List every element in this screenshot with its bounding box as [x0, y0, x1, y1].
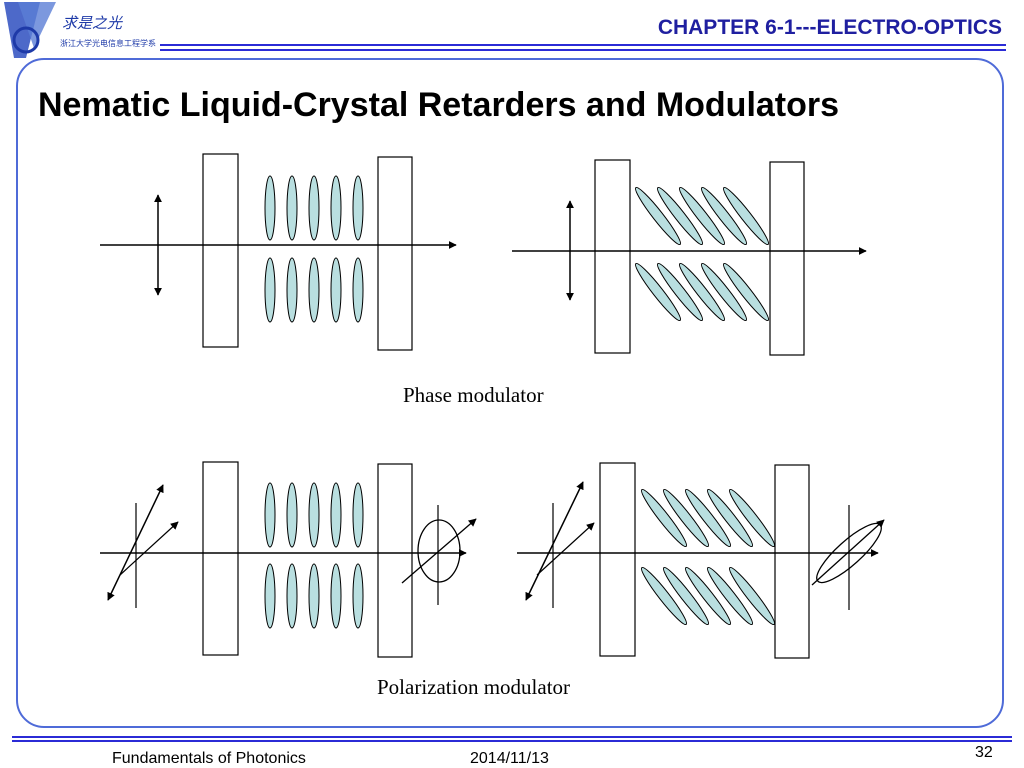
liquid-crystal-molecules	[634, 186, 770, 322]
output-diagonal-arrow	[401, 518, 477, 584]
liquid-crystal-molecules	[640, 488, 776, 626]
input-polarization-arrow	[525, 481, 584, 601]
input-polarization-arrow	[107, 484, 164, 601]
lc-molecule	[728, 566, 776, 626]
lc-molecule	[330, 257, 342, 323]
input-diagonal-axis	[119, 521, 179, 576]
lc-molecule	[722, 262, 770, 322]
lc-molecule	[308, 175, 320, 241]
logo-script-text: 求是之光	[62, 14, 123, 32]
lc-molecule	[286, 175, 298, 241]
lc-molecule	[634, 262, 682, 322]
input-diagonal-axis	[536, 522, 595, 576]
electrode-plate-right	[769, 161, 805, 356]
page-number: 32	[975, 744, 993, 761]
lc-molecule	[286, 563, 298, 629]
output-polarization-ellipse	[417, 519, 461, 583]
liquid-crystal-molecules	[264, 482, 364, 629]
lc-molecule	[662, 566, 710, 626]
university-logo-icon: 求是之光 浙江大学光电信息工程学系	[4, 2, 156, 58]
output-diagonal-arrow	[811, 519, 885, 586]
lc-molecule	[640, 566, 688, 626]
lc-molecule	[308, 482, 320, 548]
lc-molecule	[656, 262, 704, 322]
lc-molecule	[662, 488, 710, 548]
lc-molecule	[700, 186, 748, 246]
lc-molecule	[352, 482, 364, 548]
lc-molecule	[352, 175, 364, 241]
footer-date: 2014/11/13	[470, 750, 549, 767]
electrode-plate-right	[774, 464, 810, 659]
lc-molecule	[352, 563, 364, 629]
lc-molecule	[684, 566, 732, 626]
logo-cn-text: 浙江大学光电信息工程学系	[60, 38, 156, 48]
header-rule	[160, 44, 1006, 54]
caption-phase-modulator: Phase modulator	[403, 383, 544, 407]
caption-polarization-modulator: Polarization modulator	[377, 675, 571, 699]
electrode-plate-right	[377, 156, 413, 351]
lc-molecule	[706, 566, 754, 626]
lc-molecule	[264, 175, 276, 241]
phase-modulator-tilted	[512, 159, 867, 356]
electrode-plate-left	[594, 159, 631, 354]
polarization-modulator-tilted	[517, 462, 885, 659]
lc-molecule	[330, 482, 342, 548]
chapter-title: CHAPTER 6-1---ELECTRO-OPTICS	[657, 16, 1002, 39]
lc-molecule	[700, 262, 748, 322]
electrode-plate-left	[599, 462, 636, 657]
lc-molecule	[684, 488, 732, 548]
polarization-modulator-aligned	[100, 461, 477, 658]
lc-molecule	[264, 563, 276, 629]
lc-molecule	[264, 482, 276, 548]
lc-molecule	[264, 257, 276, 323]
content-frame	[16, 58, 1004, 728]
lc-molecule	[656, 186, 704, 246]
electrode-plate-left	[202, 461, 239, 656]
phase-modulator-aligned	[100, 153, 457, 351]
liquid-crystal-molecules	[264, 175, 364, 323]
lc-molecule	[634, 186, 682, 246]
lc-molecule	[286, 257, 298, 323]
lc-molecule	[722, 186, 770, 246]
lc-molecule	[706, 488, 754, 548]
lc-molecule	[640, 488, 688, 548]
electrode-plate-right	[377, 463, 413, 658]
lc-molecule	[308, 563, 320, 629]
slide-title: Nematic Liquid-Crystal Retarders and Mod…	[38, 86, 840, 124]
lc-molecule	[286, 482, 298, 548]
footer-course: Fundamentals of Photonics	[112, 750, 306, 767]
footer-rule	[12, 736, 1012, 744]
lc-molecule	[352, 257, 364, 323]
lc-molecule	[678, 262, 726, 322]
electrode-plate-left	[202, 153, 239, 348]
lc-molecule	[330, 175, 342, 241]
lc-molecule	[330, 563, 342, 629]
lc-molecule	[308, 257, 320, 323]
lc-molecule	[728, 488, 776, 548]
lc-molecule	[678, 186, 726, 246]
